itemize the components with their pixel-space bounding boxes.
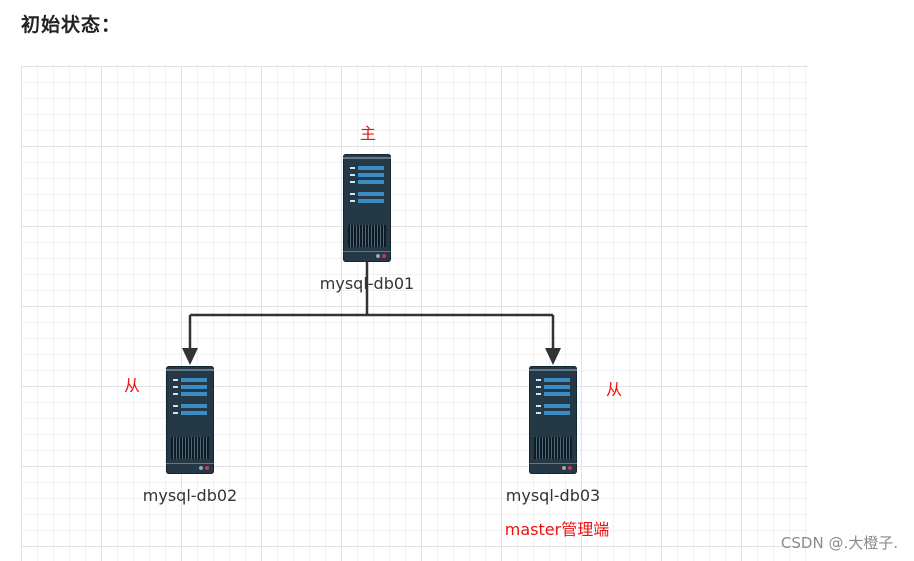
role-label-db02: 从 <box>124 376 141 395</box>
role-label-master: 主 <box>360 124 377 143</box>
node-label-db02: mysql-db02 <box>142 486 238 505</box>
watermark: CSDN @.大橙子. <box>780 534 898 552</box>
page-heading: 初始状态： <box>21 14 122 36</box>
manager-note: master管理端 <box>504 520 610 539</box>
server-icon[interactable] <box>343 154 391 262</box>
diagram-canvas <box>21 66 808 561</box>
node-label-db01: mysql-db01 <box>319 274 415 293</box>
server-icon[interactable] <box>166 366 214 474</box>
arrow-down-icon <box>182 348 198 365</box>
node-label-db03: mysql-db03 <box>505 486 601 505</box>
server-icon[interactable] <box>529 366 577 474</box>
arrow-down-icon <box>545 348 561 365</box>
role-label-db03: 从 <box>606 380 623 399</box>
